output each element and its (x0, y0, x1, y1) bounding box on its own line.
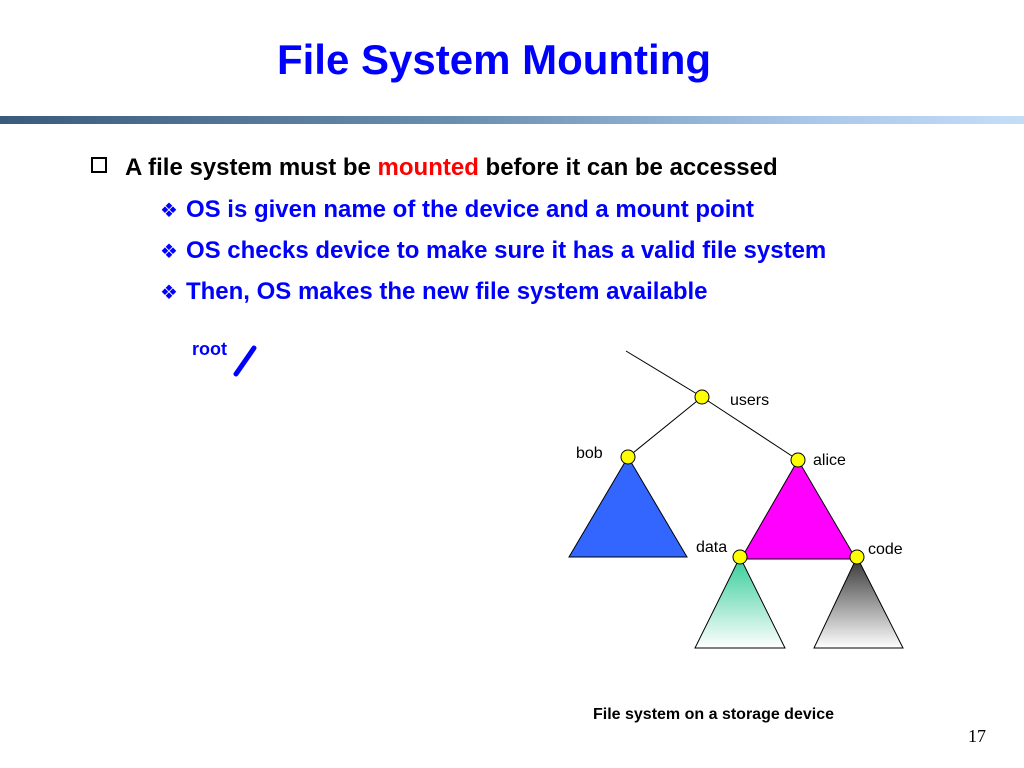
root-label: root (192, 339, 227, 359)
alice-subtree (740, 459, 857, 560)
code-subtree (813, 555, 904, 649)
alice-label: alice (813, 452, 846, 469)
sub-bullet-text: OS checks device to make sure it has a v… (185, 237, 827, 264)
diamond-bullet-icon: ❖ (160, 280, 178, 304)
edge-users-alice (701, 396, 799, 461)
checkbox-bullet-icon (91, 157, 107, 173)
main-bullet-highlight: mounted (377, 154, 479, 181)
diamond-bullet-icon: ❖ (160, 239, 178, 263)
edge-users-bob (627, 396, 703, 458)
data-subtree (694, 555, 786, 649)
main-bullet-text-after: before it can be accessed (478, 154, 778, 181)
sub-bullet-3: ❖ Then, OS makes the new file system avai… (160, 278, 708, 306)
diagram-caption: File system on a storage device (593, 706, 834, 723)
sub-bullet-2: ❖ OS checks device to make sure it has a … (160, 237, 826, 265)
alice-node (790, 452, 806, 468)
edge-parent-users (625, 350, 703, 398)
title-divider (0, 116, 1024, 124)
sub-bullet-1: ❖ OS is given name of the device and a mo… (160, 196, 754, 224)
bob-subtree (568, 456, 688, 558)
data-node (732, 549, 748, 565)
users-node (694, 389, 710, 405)
data-label: data (696, 539, 727, 556)
users-label: users (730, 392, 769, 409)
slide-title: File System Mounting (276, 36, 712, 83)
code-label: code (868, 541, 903, 558)
root-slash (233, 345, 257, 377)
bob-label: bob (576, 445, 603, 462)
page-number: 17 (968, 726, 986, 746)
main-bullet: A file system must be mounted before it … (91, 154, 778, 182)
main-bullet-text-before: A file system must be (125, 154, 378, 181)
sub-bullet-text: Then, OS makes the new file system avail… (185, 278, 708, 305)
code-node (849, 549, 865, 565)
diamond-bullet-icon: ❖ (160, 198, 178, 222)
sub-bullet-text: OS is given name of the device and a mou… (185, 196, 755, 223)
bob-node (620, 449, 636, 465)
